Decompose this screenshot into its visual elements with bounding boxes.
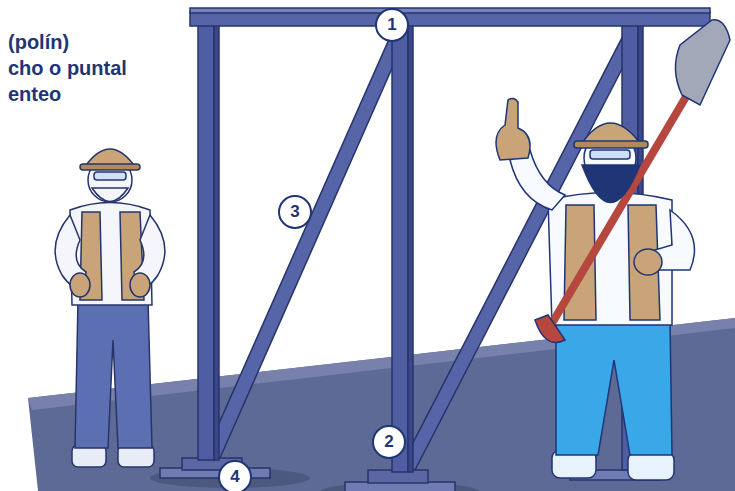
legend-text: enteo [8, 82, 61, 106]
legend-text: (polín) [8, 30, 69, 54]
callout-number: 1 [375, 8, 409, 42]
legend-text: cho o puntal [8, 56, 127, 80]
callout-number: 4 [218, 460, 252, 491]
right-worker [496, 20, 730, 480]
top-beam [190, 8, 710, 26]
callout-number: 2 [372, 425, 406, 459]
left-worker [55, 149, 165, 467]
callout-number: 3 [278, 195, 312, 229]
